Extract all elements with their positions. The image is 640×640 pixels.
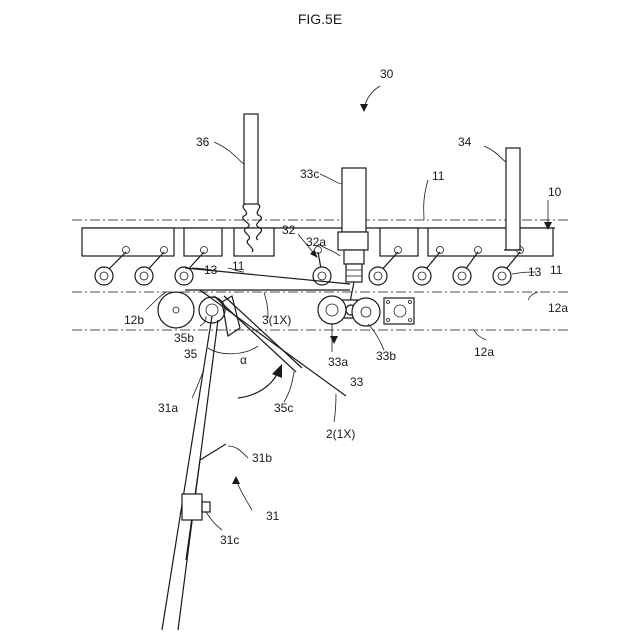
- label-30: 30: [380, 67, 394, 81]
- label-35b: 35b: [174, 331, 194, 345]
- label-12b: 12b: [124, 313, 144, 327]
- label-3-1x: 3(1X): [262, 313, 291, 327]
- roller-12b-big: [158, 292, 194, 328]
- label-32a: 32a: [306, 235, 326, 249]
- unit-34: [504, 148, 522, 250]
- label-31b: 31b: [252, 451, 272, 465]
- label-12a-upper: 12a: [548, 301, 568, 315]
- label-33a: 33a: [328, 355, 348, 369]
- clamp-31c-bolt: [202, 502, 210, 512]
- plate-35c: [214, 296, 296, 372]
- arrow-31: [236, 480, 252, 510]
- plate-35c-b: [224, 296, 302, 368]
- label-33b: 33b: [376, 349, 396, 363]
- arrow-33: [330, 336, 338, 344]
- label-11-right: 11: [550, 263, 563, 277]
- label-12a-lower: 12a: [474, 345, 494, 359]
- label-31: 31: [266, 509, 280, 523]
- unit-33c: [338, 168, 368, 282]
- label-11-mid: 11: [232, 259, 245, 273]
- linkage-33: [318, 282, 414, 326]
- rotation-arrow: [238, 372, 278, 398]
- arm-31a: [162, 316, 226, 630]
- label-10: 10: [548, 185, 562, 199]
- label-alpha: α: [240, 353, 247, 367]
- roller-row: [95, 267, 511, 285]
- label-35: 35: [184, 347, 198, 361]
- label-33c: 33c: [300, 167, 319, 181]
- label-2-1x: 2(1X): [326, 427, 355, 441]
- figure-title: FIG.5E: [298, 11, 342, 27]
- alpha-arc: [208, 346, 258, 354]
- label-11-top: 11: [432, 169, 445, 183]
- label-13-right: 13: [528, 265, 542, 279]
- label-36: 36: [196, 135, 210, 149]
- rotation-arrow-head: [272, 364, 282, 378]
- clamp-31c: [182, 494, 202, 520]
- label-31a: 31a: [158, 401, 178, 415]
- label-13-left: 13: [204, 263, 218, 277]
- label-31c: 31c: [220, 533, 239, 547]
- label-34: 34: [458, 135, 472, 149]
- label-32: 32: [282, 223, 296, 237]
- label-35c: 35c: [274, 401, 293, 415]
- label-33: 33: [350, 375, 364, 389]
